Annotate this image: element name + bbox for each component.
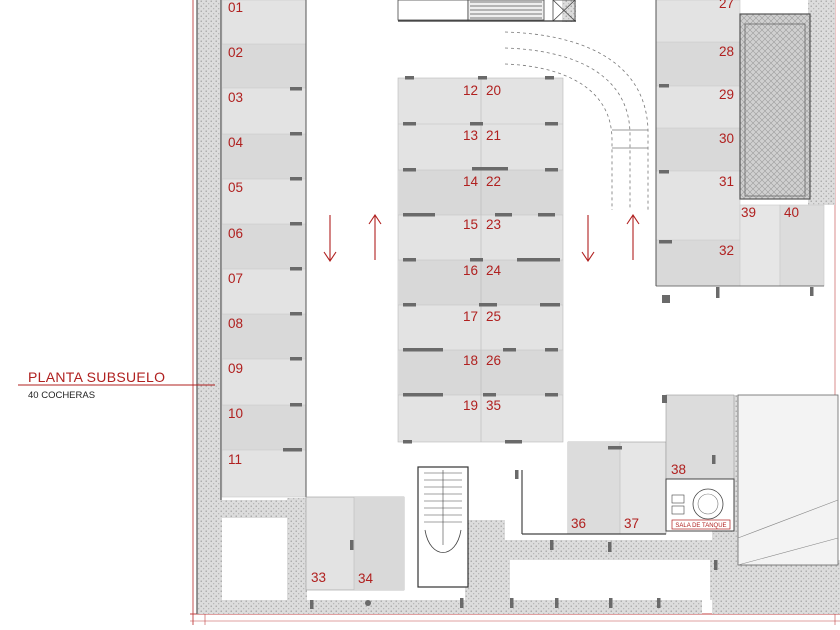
space-number-31: 31 — [719, 174, 734, 189]
space-number-38: 38 — [671, 462, 686, 477]
space-number-02: 02 — [228, 45, 243, 60]
space-number-24: 24 — [486, 263, 502, 278]
left-parking-row — [221, 0, 307, 498]
space-number-16: 16 — [463, 263, 478, 278]
space-number-06: 06 — [228, 226, 243, 241]
entry-ramp — [504, 31, 649, 210]
up-arrow-right — [626, 214, 640, 260]
space-number-07: 07 — [228, 271, 243, 286]
space-number-13: 13 — [463, 128, 478, 143]
central-parking-island — [397, 76, 564, 444]
plan-subtitle: 40 COCHERAS — [28, 390, 95, 401]
top-stair — [397, 0, 576, 22]
space-number-29: 29 — [719, 87, 734, 102]
space-number-12: 12 — [463, 83, 478, 98]
space-number-10: 10 — [228, 406, 243, 421]
perimeter-walls — [196, 0, 840, 614]
tank-room-label: SALA DE TANQUE — [675, 523, 726, 529]
traffic-arrows — [323, 214, 640, 262]
bottom-left-block — [305, 466, 661, 609]
space-number-37: 37 — [624, 516, 639, 531]
space-number-34: 34 — [358, 571, 374, 586]
space-number-19: 19 — [463, 398, 478, 413]
up-arrow-left — [368, 214, 382, 260]
space-number-05: 05 — [228, 180, 243, 195]
space-number-33: 33 — [311, 570, 326, 585]
space-number-32: 32 — [719, 243, 734, 258]
space-number-11: 11 — [228, 452, 242, 467]
space-number-25: 25 — [486, 309, 501, 324]
space-number-18: 18 — [463, 353, 478, 368]
space-number-40: 40 — [784, 205, 799, 220]
space-number-36: 36 — [571, 516, 586, 531]
plan-title-block: PLANTA SUBSUELO 40 COCHERAS — [18, 369, 215, 401]
space-number-22: 22 — [486, 174, 501, 189]
space-number-15: 15 — [463, 217, 478, 232]
space-number-labels: 01 02 03 04 05 06 07 08 09 10 11 12 13 14 15 16 17 18 19 20… — [228, 0, 799, 586]
space-number-21: 21 — [486, 128, 501, 143]
right-parking-block — [655, 0, 825, 303]
plan-title: PLANTA SUBSUELO — [28, 369, 165, 385]
space-number-09: 09 — [228, 361, 243, 376]
space-number-30: 30 — [719, 131, 734, 146]
space-number-39: 39 — [741, 205, 756, 220]
space-number-27: 27 — [719, 0, 734, 11]
down-arrow-left — [323, 215, 337, 262]
space-number-28: 28 — [719, 44, 734, 59]
down-arrow-right — [581, 215, 595, 262]
space-number-26: 26 — [486, 353, 501, 368]
space-number-35: 35 — [486, 398, 501, 413]
space-number-23: 23 — [486, 217, 501, 232]
bottom-right-block — [521, 394, 839, 570]
space-number-17: 17 — [463, 309, 478, 324]
space-number-01: 01 — [228, 0, 243, 15]
space-number-03: 03 — [228, 90, 243, 105]
space-number-14: 14 — [463, 174, 479, 189]
space-number-04: 04 — [228, 135, 244, 150]
space-number-20: 20 — [486, 83, 501, 98]
space-number-08: 08 — [228, 316, 243, 331]
